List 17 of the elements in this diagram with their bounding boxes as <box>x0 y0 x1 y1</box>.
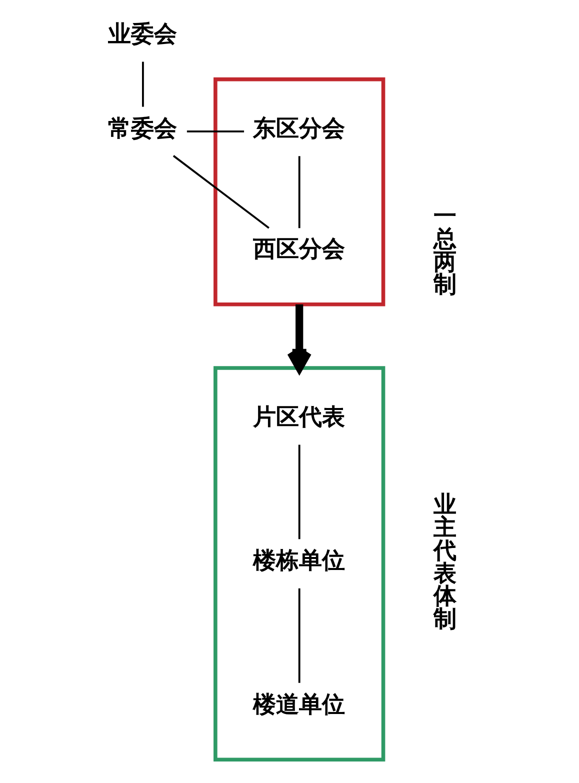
cluster <box>214 366 386 762</box>
node-text: 楼栋单位 <box>252 548 345 574</box>
connector <box>298 588 300 683</box>
node-label: 一总两制 <box>434 204 456 298</box>
node-label: 业主代表体制 <box>434 492 456 633</box>
node-text: 楼道单位 <box>252 692 345 718</box>
connector <box>172 155 270 229</box>
cluster <box>214 77 386 306</box>
connector <box>298 156 300 228</box>
node-text: 西区分会 <box>252 236 345 263</box>
node-text: 业委会 <box>108 22 177 48</box>
node-text: 东区分会 <box>252 116 345 142</box>
node-text: 片区代表 <box>252 404 345 430</box>
connector <box>186 130 244 132</box>
connector <box>142 62 144 107</box>
connector <box>298 444 300 540</box>
node-text: 常委会 <box>108 116 177 142</box>
